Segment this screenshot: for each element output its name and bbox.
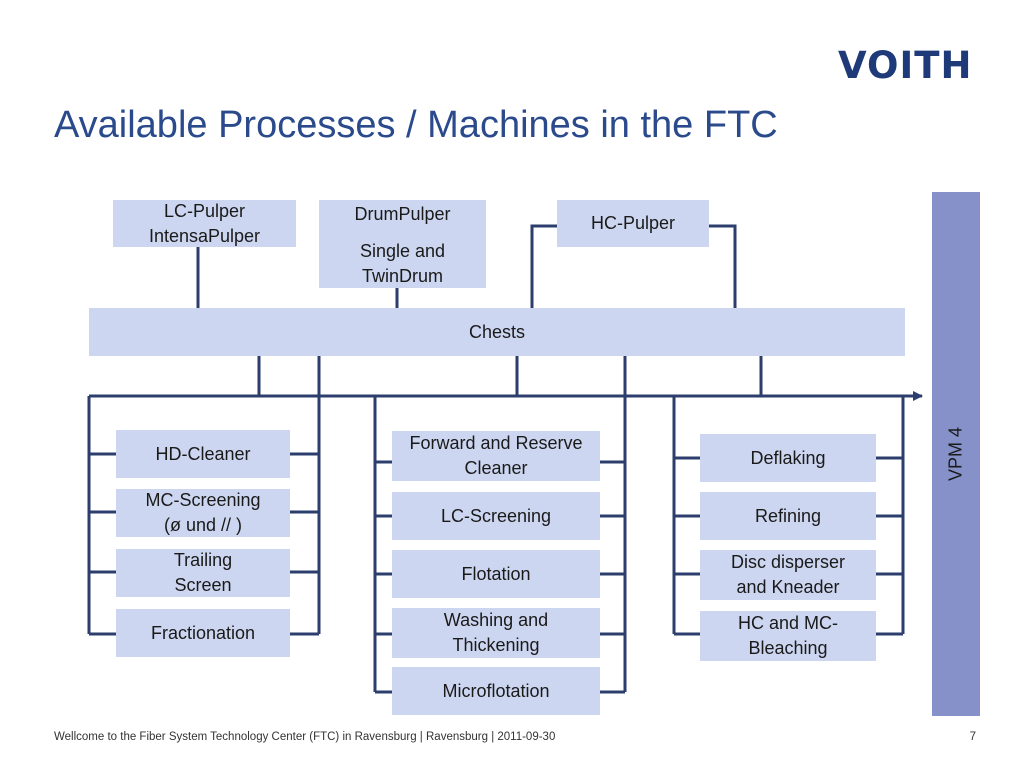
hd-cleaner-box: HD-Cleaner [116,430,290,478]
voith-logo: VOITH [838,44,973,87]
deflaking-box: Deflaking [700,434,876,482]
fractionation-box: Fractionation [116,609,290,657]
mc-screening-box: MC-Screening (ø und // ) [116,489,290,537]
slide-title: Available Processes / Machines in the FT… [54,104,778,146]
connector-hc-pulper-loop [530,224,557,308]
hc-mc-bleaching-box: HC and MC- Bleaching [700,611,876,661]
connector-hc-pulper-return [709,224,737,308]
chests-bar: Chests [89,308,905,356]
vpm4-bar: VPM 4 [932,192,980,716]
refining-box: Refining [700,492,876,540]
lc-screening-box: LC-Screening [392,492,600,540]
page-number: 7 [969,731,976,743]
lc-pulper-box: LC-Pulper IntensaPulper [113,200,296,247]
trailing-screen-box: Trailing Screen [116,549,290,597]
disc-disperser-kneader-box: Disc disperser and Kneader [700,550,876,600]
forward-reverse-cleaner-box: Forward and Reserve Cleaner [392,431,600,481]
drum-pulper-box: DrumPulper Single and TwinDrum [319,200,486,288]
vpm4-label: VPM 4 [945,426,966,482]
washing-thickening-box: Washing and Thickening [392,608,600,658]
flotation-box: Flotation [392,550,600,598]
footer-text: Wellcome to the Fiber System Technology … [54,731,556,743]
microflotation-box: Microflotation [392,667,600,715]
hc-pulper-box: HC-Pulper [557,200,709,247]
